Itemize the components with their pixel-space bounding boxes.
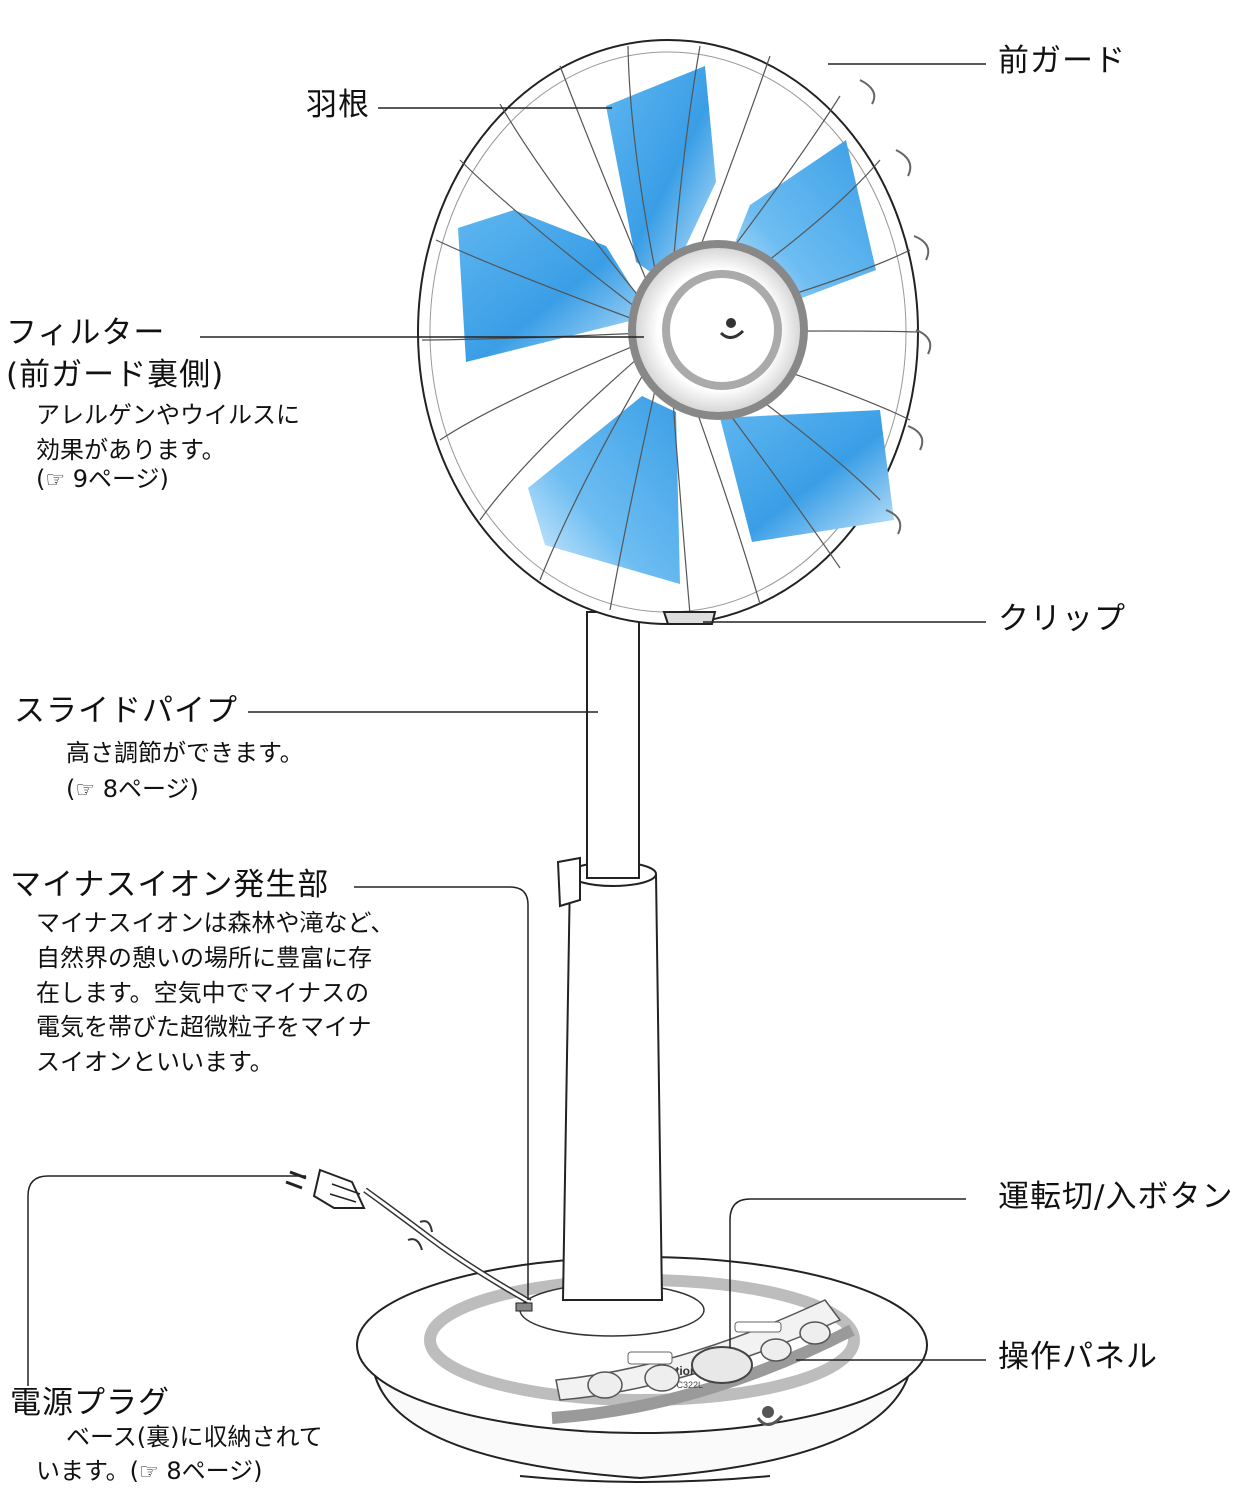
clip[interactable] [662, 611, 717, 625]
power-plug-description: ベース(裏)に収納されて [66, 1423, 323, 1451]
slide-pipe [586, 611, 640, 879]
fan-head [417, 39, 932, 625]
ion-generator-description: マイナスイオンは森林や滝など、 自然界の憩いの場所に豊富に存 在します。空気中で… [36, 909, 395, 1077]
power-plug-page-reference: います。(☞ 8ページ) [36, 1457, 263, 1485]
label-power-plug: 電源プラグ [10, 1385, 170, 1421]
label-power-button: 運転切/入ボタン [998, 1179, 1234, 1215]
label-ion-generator: マイナスイオン発生部 [10, 867, 330, 903]
speed-indicator [627, 1351, 673, 1365]
timer-button[interactable] [587, 1371, 623, 1399]
timer-indicator [734, 1321, 782, 1333]
filter-page-reference: (☞ 9ページ) [36, 465, 169, 493]
label-filter-location: (前ガード裏側) [6, 357, 225, 393]
ion-button[interactable] [799, 1321, 831, 1345]
power-cord [363, 1187, 532, 1305]
slide-pipe-page-reference: (☞ 8ページ) [66, 775, 199, 803]
control-panel: National F-C322L [555, 1299, 842, 1401]
filter-description: アレルゲンやウイルスに 効果があります。 [36, 401, 300, 464]
lower-stand [556, 856, 664, 1301]
slide-pipe-description: 高さ調節ができます。 [66, 739, 304, 767]
label-clip: クリップ [998, 601, 1126, 637]
pointing-hand-icon: ☞ [138, 1460, 159, 1485]
label-blade: 羽根 [306, 87, 370, 123]
model-number: F-C322L [668, 1380, 703, 1390]
pointing-hand-icon: ☞ [45, 468, 66, 493]
oscillation-button[interactable] [760, 1338, 792, 1362]
label-control-panel: 操作パネル [998, 1339, 1158, 1375]
label-slide-pipe: スライドパイプ [14, 693, 238, 729]
leader-lines [27, 63, 986, 1386]
label-filter: フィルター [6, 315, 166, 351]
guard-edge-clips [859, 79, 932, 535]
ion-logo [756, 1406, 784, 1426]
pointing-hand-icon: ☞ [75, 778, 96, 803]
power-button[interactable] [691, 1346, 753, 1384]
fan-hub [628, 240, 808, 420]
label-front-guard: 前ガード [998, 43, 1126, 79]
power-plug [285, 1168, 366, 1209]
ion-generator-outlet [515, 1302, 533, 1312]
speed-button[interactable] [644, 1364, 680, 1392]
